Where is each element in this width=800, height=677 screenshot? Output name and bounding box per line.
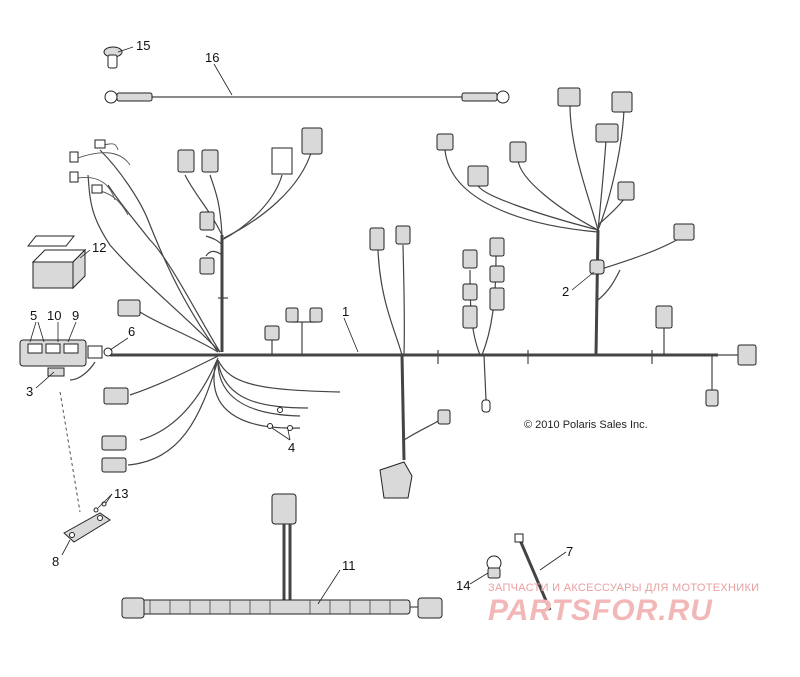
fuse-block [19, 339, 103, 377]
battery-cable-part-16 [104, 90, 510, 104]
watermark-brand: PARTSFOR.RU [488, 594, 713, 627]
callout-11: 11 [342, 558, 356, 573]
cable-tie-part-7 [514, 533, 552, 611]
callout-14: 14 [456, 578, 470, 593]
callout-5: 5 [30, 308, 37, 323]
callout-13: 13 [114, 486, 128, 501]
corrugated-harness-part-11 [121, 493, 443, 619]
watermark: ЗАПЧАСТИ И АКСЕССУАРЫ ДЛЯ МОТОТЕХНИКИ PA… [488, 582, 788, 628]
main-harness-part-1 [69, 87, 757, 499]
copyright-text: © 2010 Polaris Sales Inc. [524, 419, 648, 431]
callout-8: 8 [52, 554, 59, 569]
callout-1: 1 [342, 304, 349, 319]
watermark-tagline: ЗАПЧАСТИ И АКСЕССУАРЫ ДЛЯ МОТОТЕХНИКИ [488, 582, 760, 594]
leader-lines [29, 46, 595, 605]
callout-15: 15 [136, 38, 150, 53]
callout-2: 2 [562, 284, 569, 299]
callout-7: 7 [566, 544, 573, 559]
callout-10: 10 [47, 308, 61, 323]
callout-3: 3 [26, 384, 33, 399]
screws-part-13 [93, 501, 107, 513]
screw-part-15 [103, 46, 123, 69]
callout-4: 4 [288, 440, 295, 455]
relay-box-part-12 [26, 235, 87, 290]
bracket-part-8 [63, 512, 111, 543]
clip-part-14 [486, 555, 502, 579]
callout-16: 16 [205, 50, 219, 65]
callout-labels: 15 16 12 5 10 9 3 6 1 2 4 13 8 11 7 14 [26, 38, 573, 593]
callout-9: 9 [72, 308, 79, 323]
callout-12: 12 [92, 240, 106, 255]
callout-6: 6 [128, 324, 135, 339]
